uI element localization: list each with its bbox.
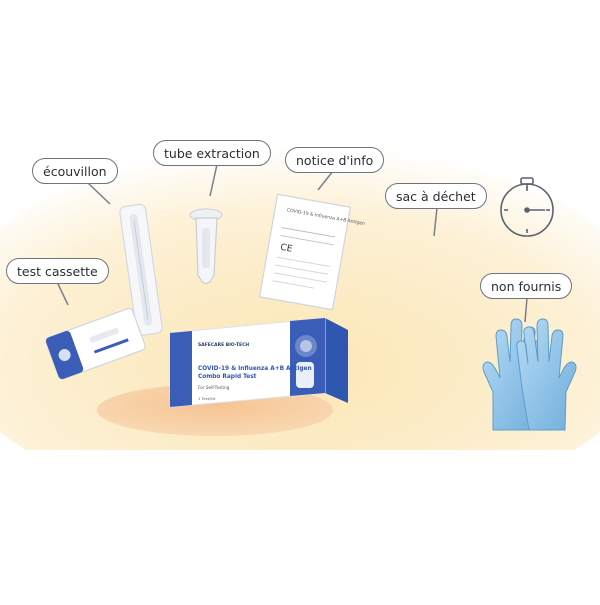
box-usage: For Self-Testing: [198, 385, 230, 390]
label-non-fournis: non fournis: [480, 273, 573, 299]
label-ecouvillon: écouvillon: [32, 158, 118, 184]
swab-package: [119, 203, 163, 336]
box-product-name-line2: Combo Rapid Test: [198, 374, 257, 380]
test-cassette: [45, 307, 146, 380]
box-brand: SAFECARE BIO-TECH: [198, 342, 249, 348]
box-product-name-line1: COVID-19 & Influenza A+B Antigen: [198, 366, 312, 372]
gloves: [482, 318, 577, 431]
label-pointers: [57, 159, 528, 323]
label-test-cassette: test cassette: [6, 258, 109, 284]
label-sac-dechet: sac à déchet: [385, 183, 487, 209]
product-box: SAFECARE BIO-TECH COVID-19 & Influenza A…: [169, 317, 348, 408]
extraction-tube: [189, 208, 223, 285]
leaflet: COVID-19 & Influenza A+B Antigen CE: [258, 193, 365, 311]
leaflet-ce-mark: CE: [280, 243, 294, 255]
stopwatch-icon: [500, 177, 554, 237]
label-notice-info: notice d'info: [285, 147, 385, 173]
box-quantity: 1 Test/Kit: [198, 396, 216, 401]
label-tube-extraction: tube extraction: [153, 140, 271, 166]
